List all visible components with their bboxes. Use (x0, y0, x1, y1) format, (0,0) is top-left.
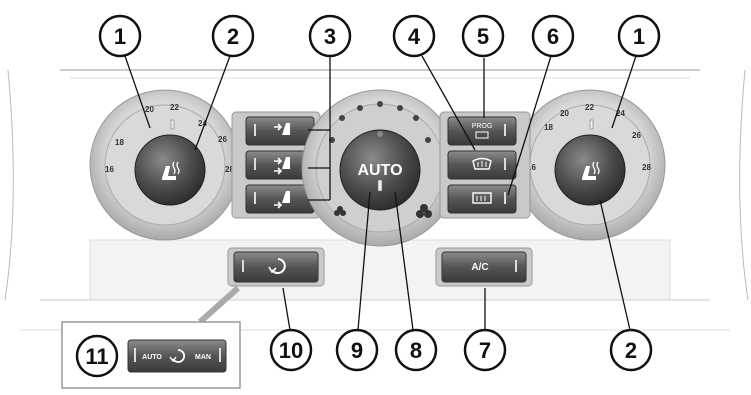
vent-face-feet-icon (274, 157, 290, 175)
callout-5: 5 (461, 14, 505, 58)
fan-low-icon (334, 206, 346, 216)
right-scale-18: 18 (544, 123, 553, 132)
right-scale-24: 24 (616, 109, 625, 118)
callout-1-right: 1 (617, 14, 661, 58)
inset-recirculation-icon (169, 349, 186, 363)
svg-text:2: 2 (625, 338, 637, 363)
svg-text:8: 8 (410, 338, 422, 363)
callout-1-left: 1 (98, 14, 142, 58)
recirculation-icon (268, 258, 286, 274)
left-scale-20: 20 (145, 105, 154, 114)
svg-text:10: 10 (279, 338, 303, 363)
callout-10: 10 (269, 328, 313, 372)
windscreen-defrost-icon (472, 157, 492, 170)
svg-text:1: 1 (633, 24, 645, 49)
recirculation-auto-man-button[interactable]: AUTO MAN (127, 339, 227, 373)
recirculation-button[interactable] (227, 247, 325, 287)
svg-text:11: 11 (85, 344, 108, 369)
auto-knob[interactable]: AUTO (339, 129, 421, 211)
svg-text:2: 2 (227, 24, 239, 49)
callout-2-bottom: 2 (609, 328, 653, 372)
svg-text:6: 6 (547, 24, 559, 49)
left-scale-16: 16 (105, 165, 114, 174)
prog-button[interactable]: PROG (447, 116, 517, 146)
windscreen-defrost-button[interactable] (447, 150, 517, 180)
right-button-group: PROG (439, 111, 531, 219)
ac-button[interactable]: A/C (435, 247, 533, 287)
inset-man-label: MAN (195, 354, 211, 361)
callout-7: 7 (463, 328, 507, 372)
left-scale-24: 24 (198, 119, 207, 128)
vent-button-group (231, 111, 321, 219)
svg-text:7: 7 (479, 338, 491, 363)
fan-high-icon (416, 204, 432, 218)
right-scale-28: 28 (642, 163, 651, 172)
vent-face-button[interactable] (245, 116, 315, 146)
prog-label: PROG (472, 123, 493, 130)
right-temperature-dial[interactable]: 18 20 22 24 26 28 16 (514, 89, 666, 241)
right-scale-22: 22 (585, 103, 594, 112)
leader-lines (124, 55, 637, 331)
left-seat-heat-icon (162, 161, 180, 180)
right-scale-20: 20 (560, 109, 569, 118)
callout-11: 11 (75, 334, 119, 378)
auto-label: AUTO (357, 162, 402, 179)
dashboard-panel (4, 69, 749, 331)
vent-feet-button[interactable] (245, 184, 315, 214)
ac-label: A/C (471, 262, 488, 273)
left-scale-26: 26 (218, 135, 227, 144)
svg-text:4: 4 (408, 24, 421, 49)
vent-feet-icon (274, 191, 290, 209)
left-temperature-dial[interactable]: 18 20 22 24 26 28 16 (89, 89, 241, 241)
left-scale-28: 28 (225, 165, 234, 174)
svg-text:9: 9 (351, 338, 363, 363)
callout-3: 3 (308, 14, 352, 58)
callout-4: 4 (392, 14, 436, 58)
vent-face-feet-button[interactable] (245, 150, 315, 180)
callout-9: 9 (335, 328, 379, 372)
right-scale-26: 26 (632, 131, 641, 140)
svg-text:1: 1 (114, 24, 126, 49)
callout-2-top: 2 (211, 14, 255, 58)
callout-6: 6 (531, 14, 575, 58)
callout-8: 8 (394, 328, 438, 372)
right-scale-16: 16 (527, 163, 536, 172)
rear-window-defrost-button[interactable] (447, 184, 517, 214)
left-scale-18: 18 (115, 138, 124, 147)
right-seat-heat-icon (582, 161, 600, 180)
rear-window-defrost-icon (472, 192, 492, 204)
svg-text:5: 5 (477, 24, 489, 49)
left-scale-22: 22 (170, 103, 179, 112)
inset-auto-label: AUTO (142, 354, 162, 361)
vent-face-icon (274, 123, 290, 135)
svg-text:3: 3 (324, 24, 336, 49)
